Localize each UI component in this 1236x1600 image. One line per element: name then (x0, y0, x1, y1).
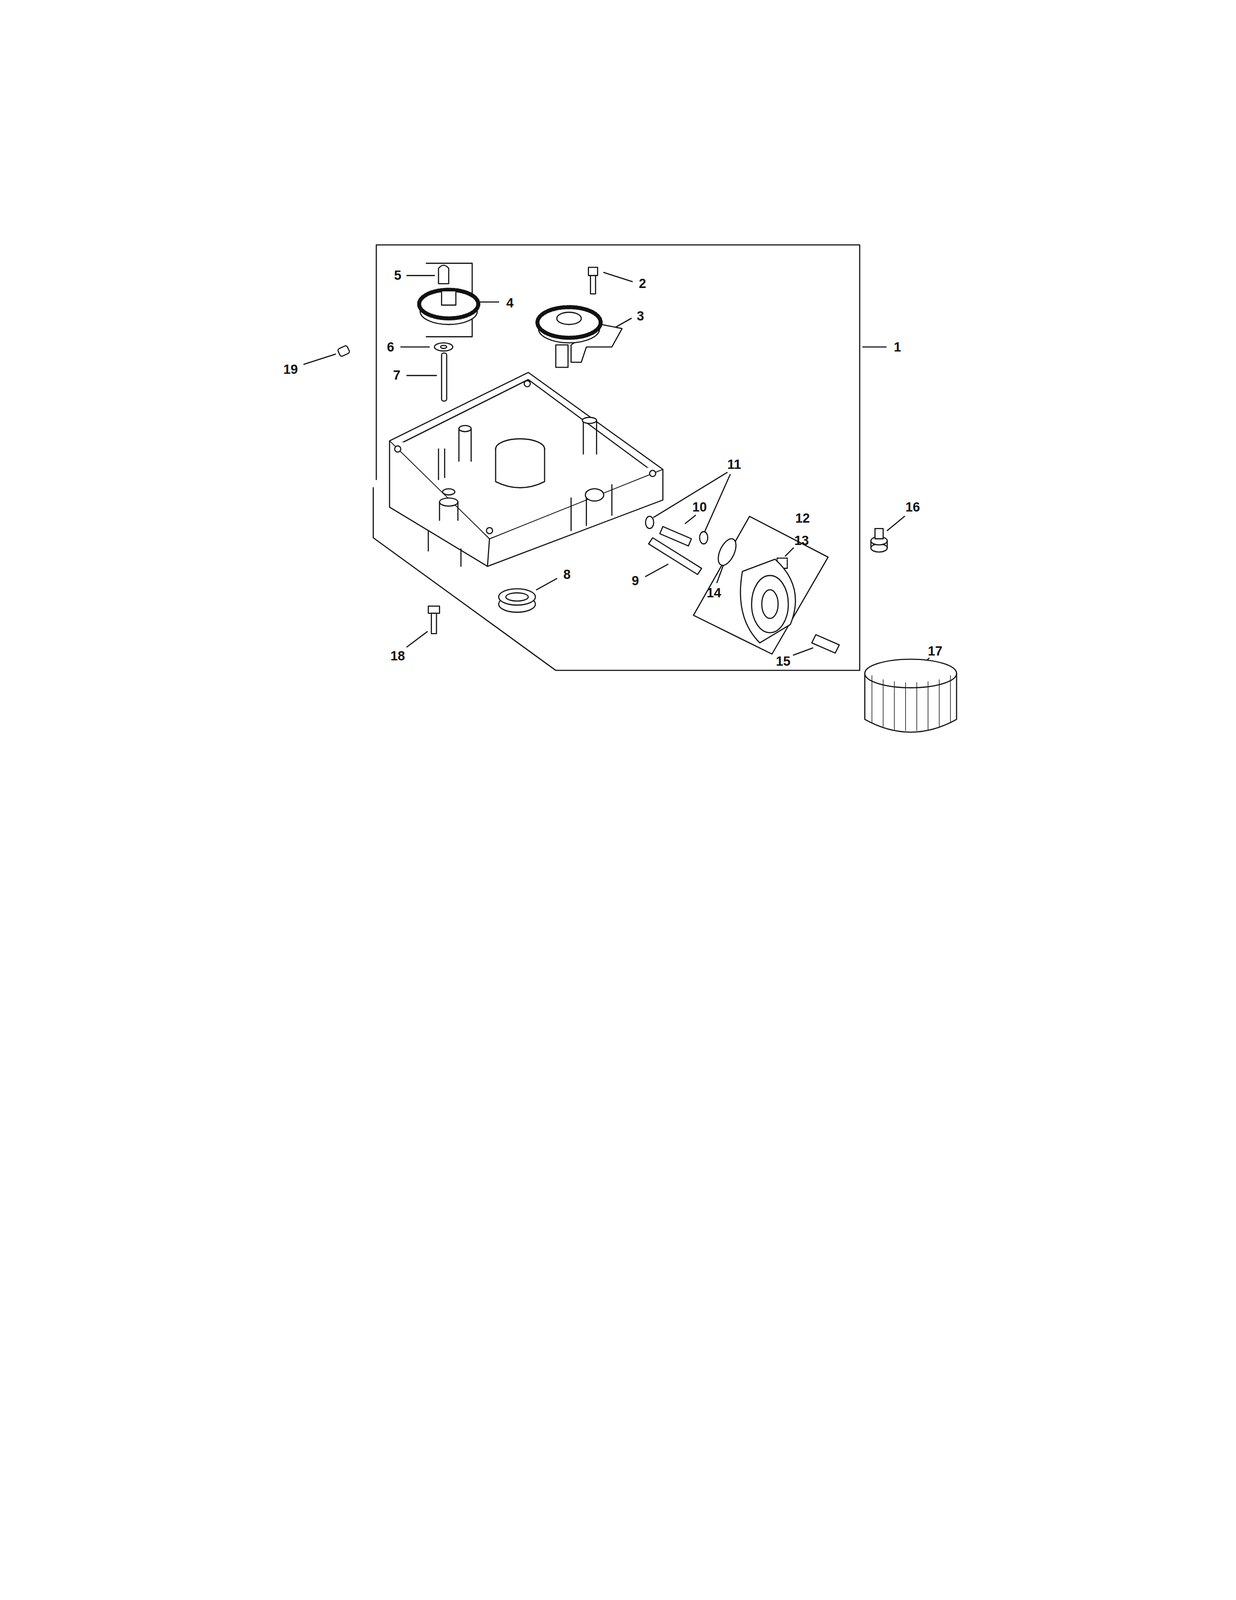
callout-number: 3 (635, 309, 646, 324)
callout-number: 7 (392, 368, 402, 383)
callout-number: 16 (904, 499, 921, 514)
assembly-frame (373, 244, 860, 671)
callout-number: 8 (562, 567, 572, 582)
leader-line (303, 272, 930, 674)
callout-number: 15 (775, 653, 792, 668)
callout-number: 19 (282, 362, 300, 377)
callout-number: 10 (691, 499, 708, 514)
callout-number: 13 (793, 533, 810, 548)
callout-number: 11 (726, 457, 743, 472)
callout-number: 6 (385, 339, 396, 354)
callout-number: 14 (705, 585, 723, 600)
callout-number: 12 (794, 511, 811, 526)
callout-number: 4 (505, 296, 515, 311)
callout-number: 2 (637, 276, 648, 291)
callout-number: 17 (926, 643, 944, 658)
callout-number: 5 (393, 268, 403, 283)
group-bracket (693, 516, 829, 654)
callout-number: 1 (892, 339, 903, 354)
parts (337, 265, 957, 732)
callout-number: 9 (630, 573, 640, 588)
callout-number: 18 (389, 649, 407, 664)
